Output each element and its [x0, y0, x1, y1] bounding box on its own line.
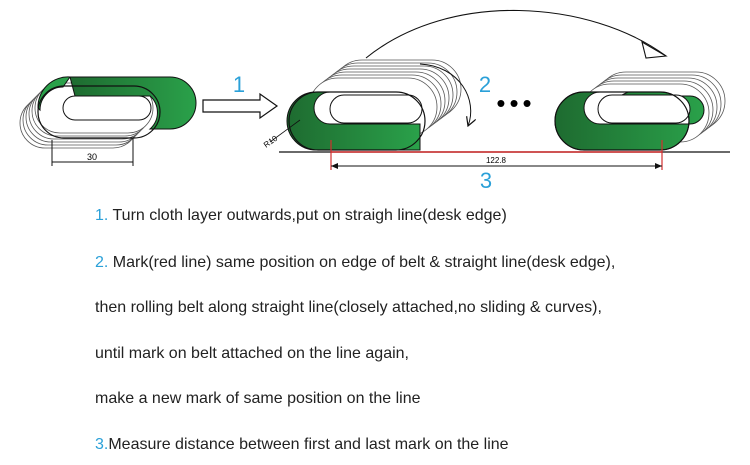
belt-middle: R10 [262, 59, 462, 151]
instruction-3-text: Measure distance between first and last … [108, 436, 509, 453]
step-3-label: 3 [480, 168, 492, 193]
step-2-label: 2 [479, 72, 491, 97]
instruction-1: 1. Turn cloth layer outwards,put on stra… [95, 207, 507, 225]
distance-label: 122.8 [486, 156, 507, 165]
step-1-label: 1 [233, 72, 245, 97]
instruction-2: 2. Mark(red line) same position on edge … [95, 254, 615, 272]
arc-arrow [365, 9, 667, 59]
belt-right [554, 71, 726, 151]
instruction-3-number: 3. [95, 436, 109, 453]
ellipsis-dots: ••• [496, 88, 535, 118]
instruction-2-line-2-text: then rolling belt along straight line(cl… [95, 299, 602, 316]
belt-left [19, 76, 197, 149]
instruction-1-number: 1. [95, 207, 109, 224]
instruction-2-text: Mark(red line) same position on edge of … [108, 254, 616, 271]
instruction-2-line-2: then rolling belt along straight line(cl… [95, 299, 602, 317]
belt-measurement-diagram: 30 1 R10 2 ••• [19, 9, 730, 193]
rolling-arrow [419, 63, 471, 126]
instruction-3: 3.Measure distance between first and las… [95, 436, 509, 454]
step-1-arrow [202, 92, 279, 120]
instruction-2-number: 2. [95, 254, 109, 271]
instruction-2-line-3-text: until mark on belt attached on the line … [95, 345, 409, 362]
width-dimension: 30 [51, 138, 134, 166]
instruction-2-line-4-text: make a new mark of same position on the … [95, 390, 421, 407]
width-dimension-label: 30 [87, 152, 97, 162]
instruction-2-line-4: make a new mark of same position on the … [95, 390, 421, 408]
instruction-2-line-3: until mark on belt attached on the line … [95, 345, 409, 363]
distance-dimension: 122.8 [331, 156, 662, 169]
instruction-1-text: Turn cloth layer outwards,put on straigh… [108, 207, 507, 224]
arc-arrow-head-icon [641, 40, 668, 59]
